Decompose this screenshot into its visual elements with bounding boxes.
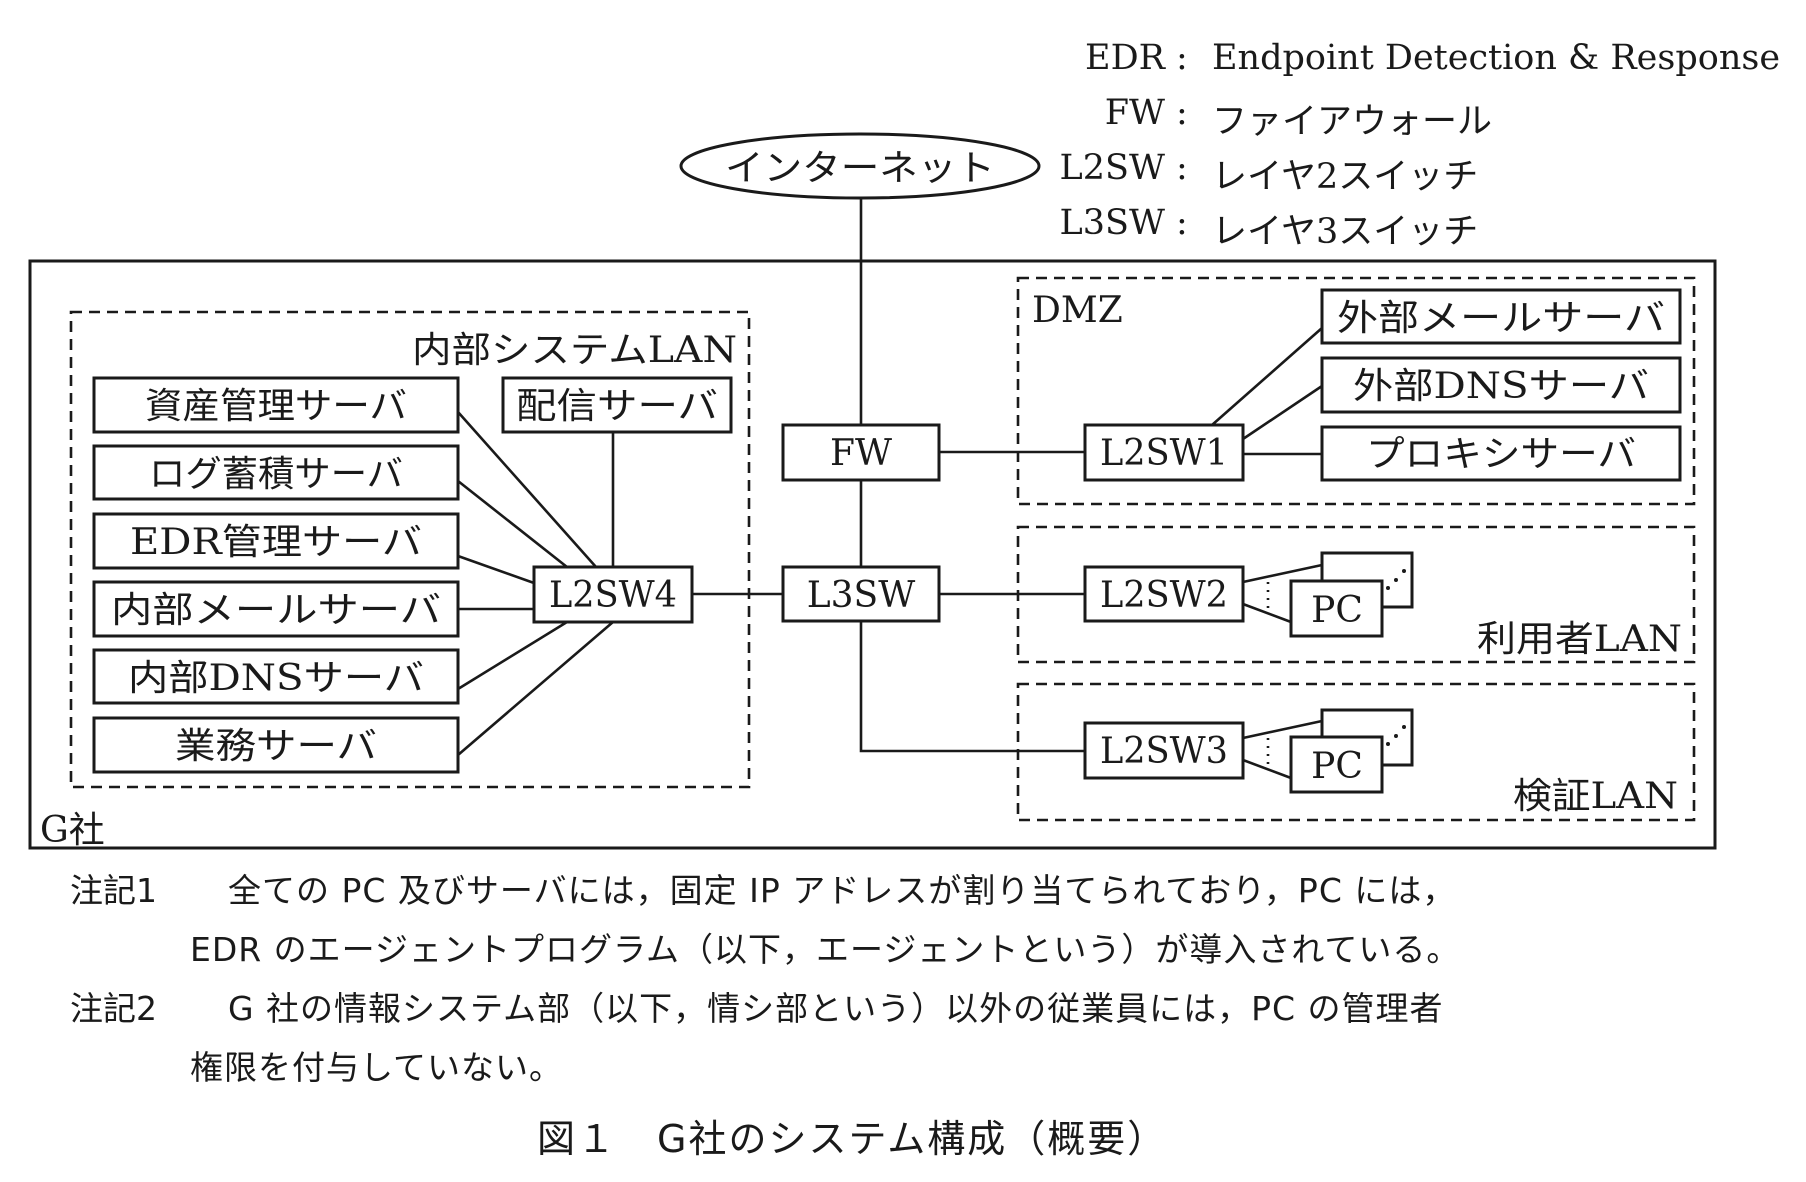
fw-label: FW: [830, 433, 892, 474]
l2sw2-label: L2SW2: [1100, 575, 1228, 616]
pc-stack-dot: [1386, 742, 1390, 746]
internal-lan-label: 内部システムLAN: [412, 330, 737, 371]
l3sw-label: L3SW: [807, 575, 915, 616]
internal-server-label: EDR管理サーバ: [130, 522, 422, 563]
legend-abbr: L2SW: [1059, 148, 1165, 188]
legend-abbr: EDR: [1085, 38, 1165, 78]
pc-stack-dot: [1386, 586, 1390, 590]
l2sw2-box: [1083, 565, 1245, 623]
internal-server-label: 内部メールサーバ: [111, 590, 441, 631]
legend-abbr: FW: [1104, 93, 1165, 133]
link-l2sw3-pc-front: [1242, 758, 1292, 780]
note-2-key: 注記2: [70, 989, 157, 1028]
internal-server-label: 内部DNSサーバ: [128, 658, 424, 699]
l2sw3-label: L2SW3: [1100, 731, 1228, 772]
internet-label: インターネット: [725, 148, 995, 189]
note-1-key: 注記1: [70, 871, 157, 910]
link-l2sw1-ext-dns: [1242, 384, 1323, 441]
distribution-server-label: 配信サーバ: [516, 386, 718, 427]
internal-server-box: [92, 580, 460, 638]
internal-server-label: 業務サーバ: [175, 726, 377, 767]
company-label: G社: [40, 810, 105, 851]
l2sw1-label: L2SW1: [1100, 433, 1228, 474]
internal-server-box: [92, 376, 460, 434]
internal-server-label: ログ蓄積サーバ: [149, 454, 403, 495]
dmz-server-label: プロキシサーバ: [1366, 434, 1636, 475]
link-l2sw3-pc-back: [1242, 719, 1323, 740]
pc-label: PC: [1311, 590, 1363, 631]
link-biz-l2sw4: [457, 621, 614, 756]
l2sw4-label: L2SW4: [549, 575, 677, 616]
link-l2sw2-pc-back: [1242, 563, 1323, 584]
link-asset-l2sw4: [457, 411, 597, 568]
link-dns-l2sw4: [457, 620, 568, 691]
l3sw-box: [781, 565, 941, 623]
figure-caption: 図１ G社のシステム構成（概要）: [537, 1117, 1168, 1161]
legend-colon: :: [1176, 203, 1188, 243]
internal-server-box: [92, 444, 460, 501]
pc-stack-dot: [1394, 578, 1398, 582]
link-l2sw1-ext-mail: [1211, 327, 1323, 426]
pc-front-box: [1289, 735, 1384, 794]
legend-colon: :: [1176, 93, 1188, 133]
user-lan-label: 利用者LAN: [1477, 619, 1682, 660]
pc-front-box: [1289, 579, 1384, 638]
legend-definition: ファイアウォール: [1212, 102, 1493, 142]
pc-stack-dot: [1394, 734, 1398, 738]
legend-definition: レイヤ3スイッチ: [1212, 212, 1479, 252]
legend-colon: :: [1176, 148, 1188, 188]
verification-lan-label: 検証LAN: [1513, 776, 1678, 817]
link-edr-l2sw4: [457, 554, 535, 585]
pc-stack-dot: [1402, 569, 1406, 573]
pc-label: PC: [1311, 746, 1363, 787]
note-1-line-1: 全ての PC 及びサーバには，固定 IP アドレスが割り当てられており，PC に…: [228, 871, 1457, 910]
legend-colon: :: [1176, 38, 1188, 78]
dmz-label: DMZ: [1032, 290, 1123, 331]
note-1-line-2: EDR のエージェントプログラム（以下，エージェントという）が導入されている。: [190, 930, 1461, 969]
internal-server-box: [92, 648, 460, 705]
distribution-server-box: [501, 376, 733, 434]
legend-definition: レイヤ2スイッチ: [1212, 157, 1479, 197]
dmz-server-label: 外部DNSサーバ: [1353, 366, 1649, 407]
dmz-server-box: [1320, 425, 1682, 482]
note-2-line-2: 権限を付与していない。: [190, 1048, 564, 1087]
l2sw4-box: [532, 565, 694, 624]
link-l3sw-l2sw3: [859, 621, 1085, 753]
link-l2sw2-pc-front: [1242, 602, 1292, 624]
dmz-server-box: [1320, 288, 1682, 345]
company-boundary: [28, 259, 1717, 850]
internal-server-box: [92, 716, 460, 774]
fw-box: [781, 423, 941, 482]
dmz-server-box: [1320, 356, 1682, 414]
legend-abbr: L3SW: [1059, 203, 1165, 243]
link-log-l2sw4: [457, 479, 568, 569]
legend-definition: Endpoint Detection & Response: [1212, 38, 1781, 78]
pc-stack-dot: [1402, 725, 1406, 729]
internal-server-box: [92, 512, 460, 570]
dmz-server-label: 外部メールサーバ: [1337, 298, 1665, 339]
l2sw3-box: [1083, 721, 1245, 780]
note-2-line-1: G 社の情報システム部（以下，情シ部という）以外の従業員には，PC の管理者: [228, 989, 1444, 1028]
internal-server-label: 資産管理サーバ: [145, 386, 407, 427]
l2sw1-box: [1083, 423, 1245, 482]
